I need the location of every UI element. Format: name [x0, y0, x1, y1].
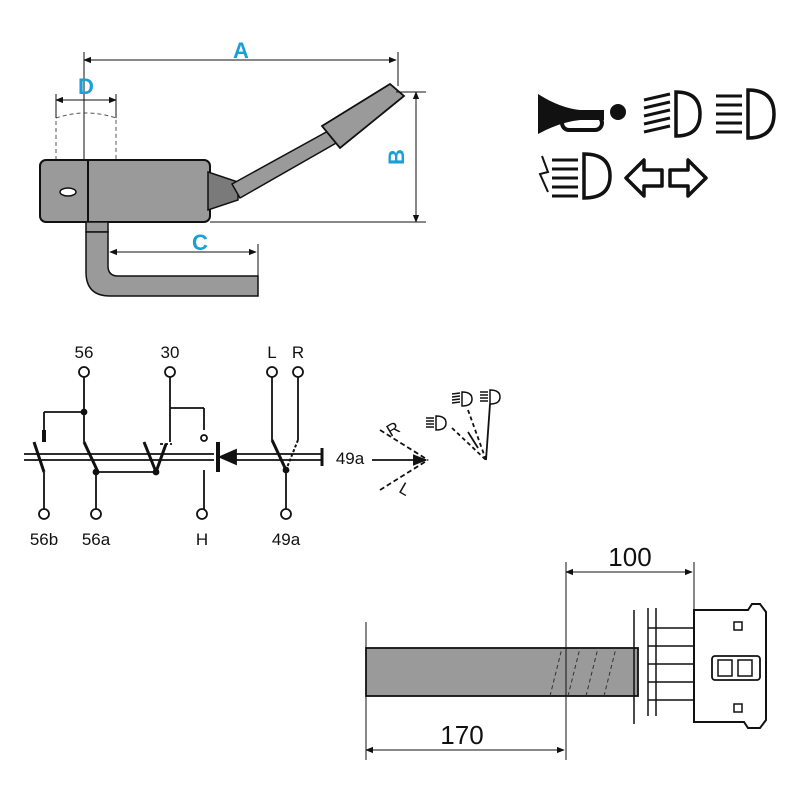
label-h: H	[196, 530, 208, 549]
terminal-56b	[38, 508, 50, 520]
dimension-b-label: B	[384, 149, 409, 165]
high-beam-icon	[716, 88, 776, 140]
connector-housing	[693, 603, 767, 729]
dimension-a-label: A	[233, 38, 249, 63]
mini-low-beam-icon	[426, 415, 447, 431]
lever-switch-drawing: A D B C	[39, 38, 426, 297]
terminal-h	[196, 508, 208, 520]
mini-flash-icon	[451, 391, 473, 407]
low-beam-icon	[643, 90, 702, 138]
label-49a-bottom: 49a	[272, 530, 301, 549]
mini-high-beam-icon	[480, 389, 501, 405]
turn-right-arrow-icon	[668, 158, 708, 198]
label-49a-side: 49a	[336, 449, 365, 468]
dimension-100-label: 100	[608, 542, 651, 572]
dimension-d-label: D	[78, 74, 94, 99]
function-symbols	[538, 88, 776, 200]
label-56b: 56b	[30, 530, 58, 549]
indicator-lens	[59, 187, 77, 197]
terminal-r	[292, 366, 304, 378]
terminal-56a	[90, 508, 102, 520]
lever-shaft	[230, 129, 340, 200]
shaft	[365, 647, 639, 697]
terminal-l	[266, 366, 278, 378]
lever-knob	[320, 82, 406, 150]
horn-icon	[538, 94, 626, 134]
headlight-flash-icon	[538, 152, 612, 200]
dimension-c-label: C	[192, 230, 208, 255]
housing-outline	[55, 112, 117, 160]
turn-left-arrow-icon	[624, 158, 664, 198]
label-l: L	[267, 343, 276, 362]
label-r: R	[292, 343, 304, 362]
direction-left-label: L	[396, 479, 414, 500]
rubber-boot	[207, 170, 239, 212]
label-30: 30	[161, 343, 180, 362]
label-56a: 56a	[82, 530, 111, 549]
dimension-170-label: 170	[440, 720, 483, 750]
terminal-30	[164, 366, 176, 378]
label-56: 56	[75, 343, 94, 362]
direction-right-label: R	[383, 418, 403, 441]
cable	[85, 231, 259, 297]
terminal-49a	[280, 508, 292, 520]
circuit-diagram	[24, 366, 491, 520]
connector-side-view	[365, 562, 767, 760]
terminal-56	[78, 366, 90, 378]
